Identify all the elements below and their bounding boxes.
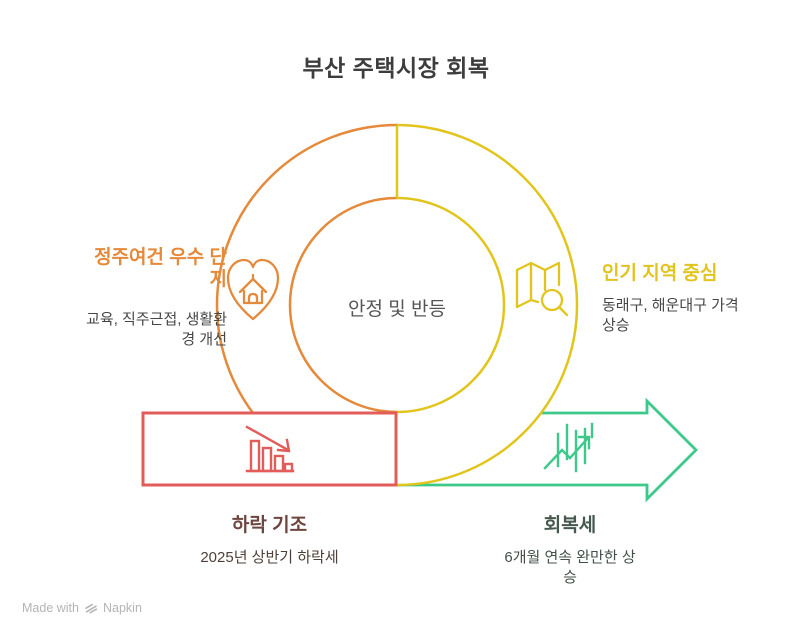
donut-right-outer-arc — [396, 123, 579, 487]
bottom-right-section-subtitle: 6개월 연속 완만한 상 승 — [504, 549, 636, 587]
footer-credit: Made with Napkin — [22, 601, 142, 615]
heart-house-icon — [226, 258, 280, 321]
left-section-label: 정주여건 우수 단 지 교육, 직주근접, 생활환 경 개선 — [45, 247, 227, 350]
brand-text: Napkin — [102, 601, 142, 615]
right-section-title: 인기 지역 중심 — [602, 263, 718, 284]
donut-right-inner-arc — [396, 196, 506, 414]
donut-left-inner-arc — [288, 196, 398, 414]
bottom-left-section-subtitle: 2025년 상반기 하락세 — [200, 549, 339, 567]
donut-ring — [217, 125, 577, 485]
left-section-title: 정주여건 우수 단 지 — [94, 247, 227, 291]
napkin-logo-icon — [85, 603, 98, 613]
made-with-text: Made with — [22, 601, 79, 615]
bottom-left-section-label: 하락 기조 2025년 상반기 하락세 — [143, 515, 396, 568]
rising-stock-icon — [543, 422, 594, 473]
left-section-subtitle: 교육, 직주근접, 생활환 경 개선 — [86, 311, 227, 349]
right-section-subtitle: 동래구, 해운대구 가격 상승 — [602, 297, 739, 335]
right-section-label: 인기 지역 중심 동래구, 해운대구 가격 상승 — [602, 263, 792, 336]
bottom-right-section-label: 회복세 6개월 연속 완만한 상 승 — [470, 515, 670, 588]
bottom-right-section-title: 회복세 — [543, 515, 597, 536]
declining-bars-icon — [245, 425, 295, 473]
page-title: 부산 주택시장 회복 — [302, 55, 490, 81]
bottom-left-section-title: 하락 기조 — [231, 515, 308, 536]
map-search-icon — [515, 261, 569, 317]
donut-center-label: 안정 및 반등 — [348, 299, 446, 320]
